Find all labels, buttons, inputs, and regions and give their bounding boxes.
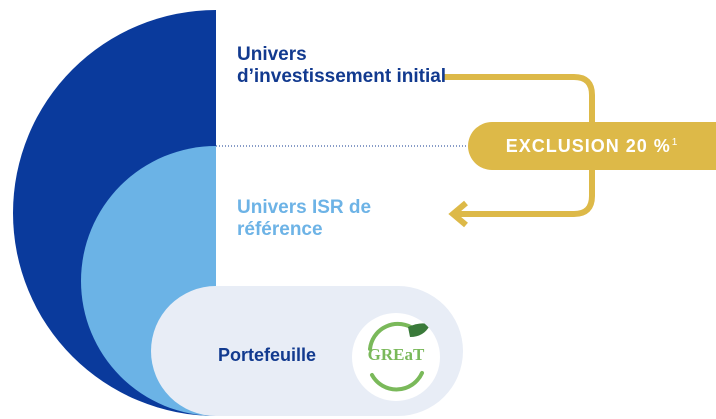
great-logo: GREaT: [352, 313, 440, 401]
exclusion-footnote-marker: 1: [671, 136, 679, 148]
exclusion-badge: EXCLUSION 20 %1: [468, 122, 716, 170]
isr-universe-label: Univers ISR de référence: [237, 197, 372, 240]
initial-universe-label: Univers d’investissement initial: [237, 44, 447, 87]
logo-text: GREaT: [367, 345, 425, 364]
arrow-head-icon: [448, 200, 468, 228]
leaf-icon: [368, 321, 430, 392]
exclusion-badge-text: EXCLUSION 20 %: [505, 135, 671, 156]
portfolio-label: Portefeuille: [218, 345, 317, 365]
